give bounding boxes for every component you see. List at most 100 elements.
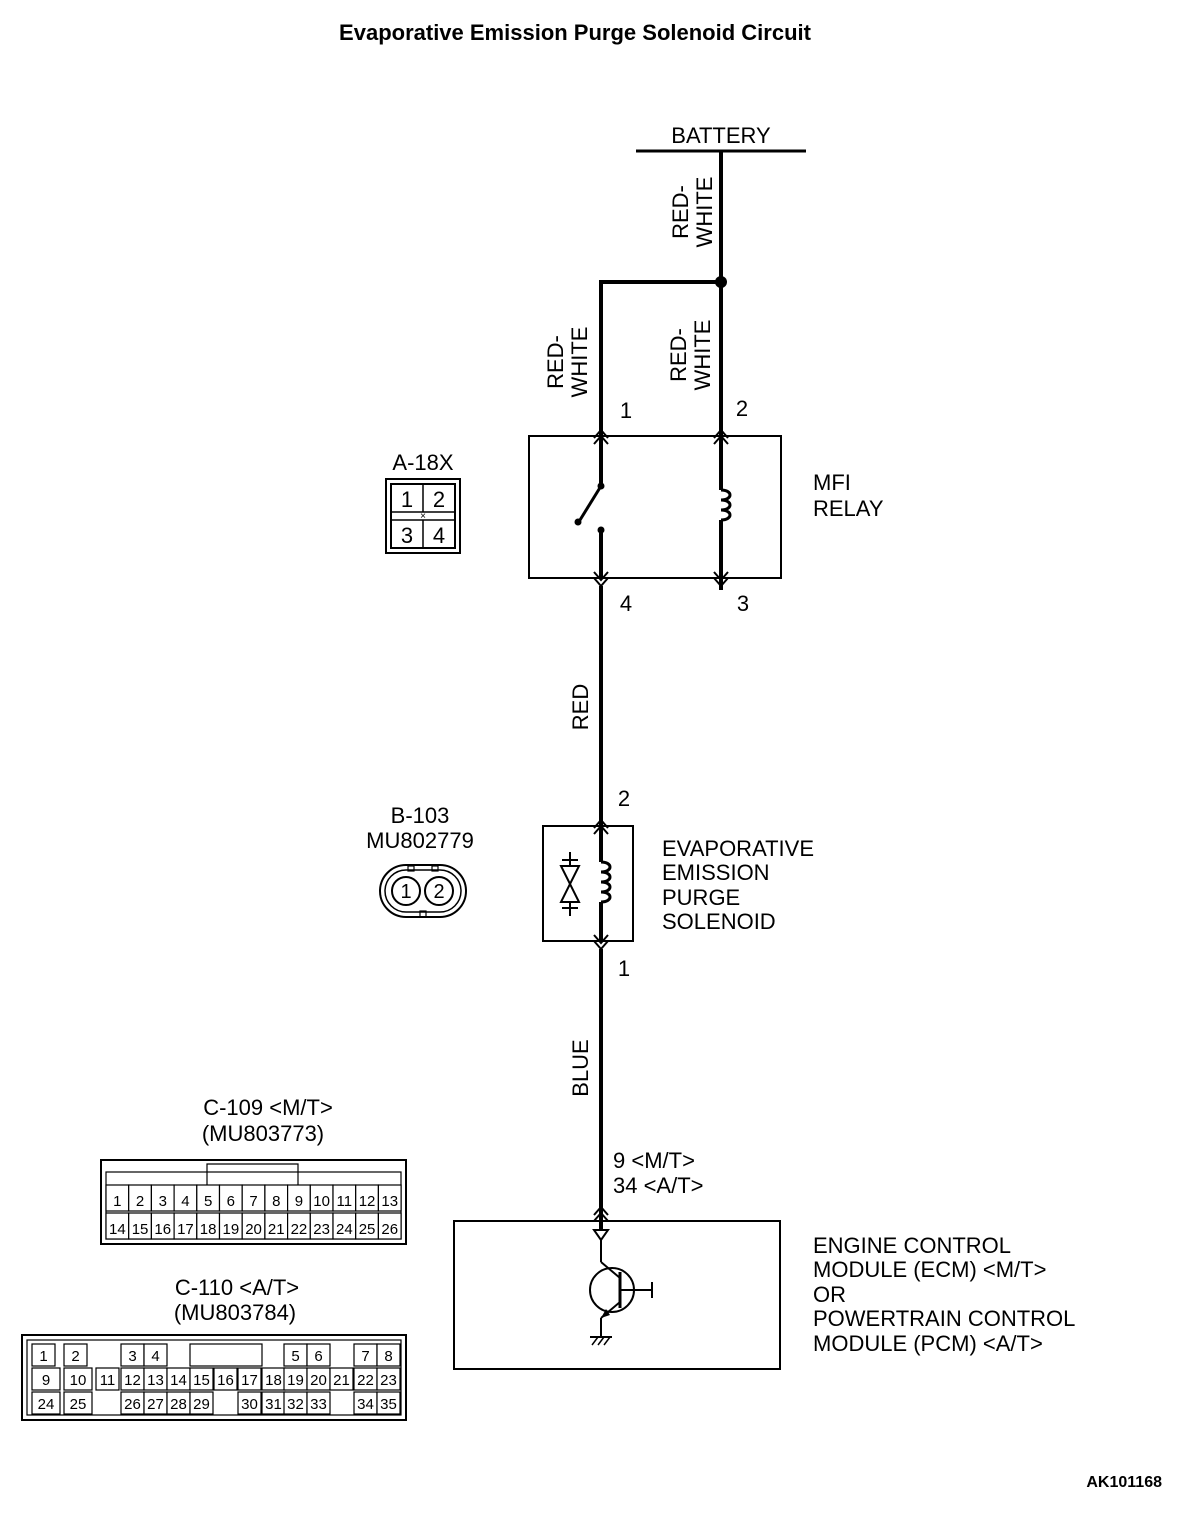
svg-text:26: 26 [381,1221,398,1238]
svg-text:20: 20 [245,1221,262,1238]
svg-text:×: × [420,511,426,522]
svg-text:19: 19 [223,1221,240,1238]
c109-pin-15: 15 [128,1212,152,1240]
svg-text:14: 14 [109,1221,126,1238]
c110-pin-20: 20 [306,1367,331,1391]
svg-text:23: 23 [380,1372,397,1389]
mfi-relay-label-1: MFI [813,470,851,495]
c109-pin-26: 26 [377,1212,402,1240]
c109-pin-18: 18 [196,1212,221,1240]
c110-pin-24: 24 [31,1391,61,1415]
c110-pin-31: 31 [261,1391,286,1415]
connector-c109-id: C-109 <M/T> [203,1095,333,1120]
c110-pin-15: 15 [189,1367,214,1391]
svg-text:1: 1 [39,1348,47,1365]
c109-pin-9: 9 [287,1184,311,1212]
c109-pin-12: 12 [355,1184,380,1212]
c109-pin-10: 10 [309,1184,334,1212]
c109-pin-8: 8 [264,1184,289,1212]
svg-text:4: 4 [181,1193,189,1210]
c110-pin-17: 17 [237,1367,262,1391]
svg-text:5: 5 [204,1193,212,1210]
svg-text:11: 11 [337,1193,353,1210]
c110-pin-11: 11 [95,1367,120,1391]
svg-text:16: 16 [154,1221,171,1238]
c109-pin-17: 17 [173,1212,198,1240]
relay-coil [720,488,732,522]
solenoid-label-2: EMISSION [662,860,770,885]
svg-text:7: 7 [249,1193,257,1210]
svg-text:1: 1 [113,1193,121,1210]
solenoid-label-4: SOLENOID [662,909,776,934]
svg-text:4: 4 [151,1348,159,1365]
connector-b103-id: B-103 [391,803,450,828]
a18x-pin-2: 2 [433,487,445,512]
solenoid-pin-2: 2 [618,786,630,811]
wire-label-blue: BLUE [568,1039,593,1096]
svg-text:22: 22 [357,1372,374,1389]
svg-text:32: 32 [287,1396,304,1413]
svg-text:3: 3 [159,1193,167,1210]
c110-pin-9: 9 [31,1367,61,1391]
connector-b103-part: MU802779 [366,828,474,853]
svg-text:12: 12 [124,1372,141,1389]
relay-pin2-arrow [713,428,729,439]
figure-id: AK101168 [1086,1474,1162,1491]
ecm-label-5: MODULE (PCM) <A/T> [813,1331,1043,1356]
battery-label: BATTERY [671,123,771,148]
mfi-relay-box [528,435,782,579]
svg-text:15: 15 [193,1372,210,1389]
svg-text:24: 24 [38,1396,55,1413]
svg-text:7: 7 [361,1348,369,1365]
c109-pin-4: 4 [173,1184,198,1212]
svg-text:RED-: RED- [668,185,693,239]
c109-pin-25: 25 [355,1212,380,1240]
svg-text:2: 2 [136,1193,144,1210]
svg-text:RED-: RED- [666,328,691,382]
c109-pin-5: 5 [196,1184,221,1212]
svg-text:18: 18 [265,1372,282,1389]
svg-text:13: 13 [381,1193,398,1210]
a18x-pin-4: 4 [433,523,445,548]
ecm-transistor [589,1221,653,1346]
svg-text:35: 35 [380,1396,397,1413]
ecm-label-2: MODULE (ECM) <M/T> [813,1257,1046,1282]
c109-pin-19: 19 [218,1212,243,1240]
c109-pin-23: 23 [309,1212,334,1240]
c110-pin-14: 14 [166,1367,191,1391]
c110-pin-7: 7 [353,1343,378,1367]
c110-pin-29: 29 [189,1391,214,1415]
c110-pin-21: 21 [329,1367,354,1391]
connector-c110-id: C-110 <A/T> [175,1275,299,1300]
c110-pin-8: 8 [376,1343,401,1367]
c109-pin-6: 6 [218,1184,243,1212]
svg-text:24: 24 [336,1221,353,1238]
ecm-label-4: POWERTRAIN CONTROL [813,1306,1075,1331]
svg-text:17: 17 [241,1372,258,1389]
c110-pin-28: 28 [166,1391,191,1415]
svg-text:17: 17 [177,1221,194,1238]
c110-pin-27: 27 [143,1391,168,1415]
c109-pin-20: 20 [241,1212,266,1240]
c109-pin-13: 13 [377,1184,402,1212]
svg-text:25: 25 [359,1221,376,1238]
c110-pin-6: 6 [306,1343,331,1367]
svg-text:5: 5 [291,1348,299,1365]
relay-pin-4: 4 [620,591,632,616]
svg-text:15: 15 [132,1221,149,1238]
a18x-pin-1: 1 [401,487,413,512]
c109-pin-3: 3 [150,1184,175,1212]
svg-text:22: 22 [291,1221,308,1238]
svg-text:WHITE: WHITE [567,327,592,398]
c110-pin-2: 2 [63,1343,88,1367]
svg-text:8: 8 [272,1193,280,1210]
wire-label-relay-pin2: RED- WHITE [666,320,715,391]
svg-text:9: 9 [295,1193,303,1210]
c110-pin-33: 33 [306,1391,331,1415]
c110-pin-32: 32 [283,1391,308,1415]
svg-text:33: 33 [310,1396,327,1413]
c109-pin-2: 2 [128,1184,152,1212]
svg-text:6: 6 [227,1193,235,1210]
